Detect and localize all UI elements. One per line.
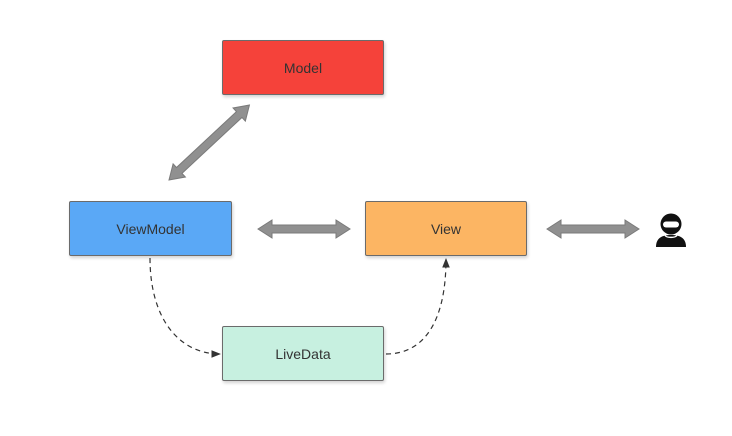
livedata-label: LiveData — [275, 345, 331, 362]
dashed-arrow-livedata-view — [385, 258, 450, 355]
model-label: Model — [283, 59, 323, 76]
view-box: View — [365, 201, 527, 256]
viewmodel-label: ViewModel — [116, 220, 185, 237]
user-icon — [656, 213, 686, 247]
model-box: Model — [222, 40, 384, 95]
arrow-viewmodel-view — [257, 219, 351, 239]
arrow-model-viewmodel — [168, 104, 251, 181]
arrow-view-user — [546, 219, 640, 239]
dashed-arrow-viewmodel-livedata — [149, 257, 221, 358]
viewmodel-box: ViewModel — [69, 201, 232, 256]
view-label: View — [430, 220, 462, 237]
livedata-box: LiveData — [222, 326, 384, 381]
